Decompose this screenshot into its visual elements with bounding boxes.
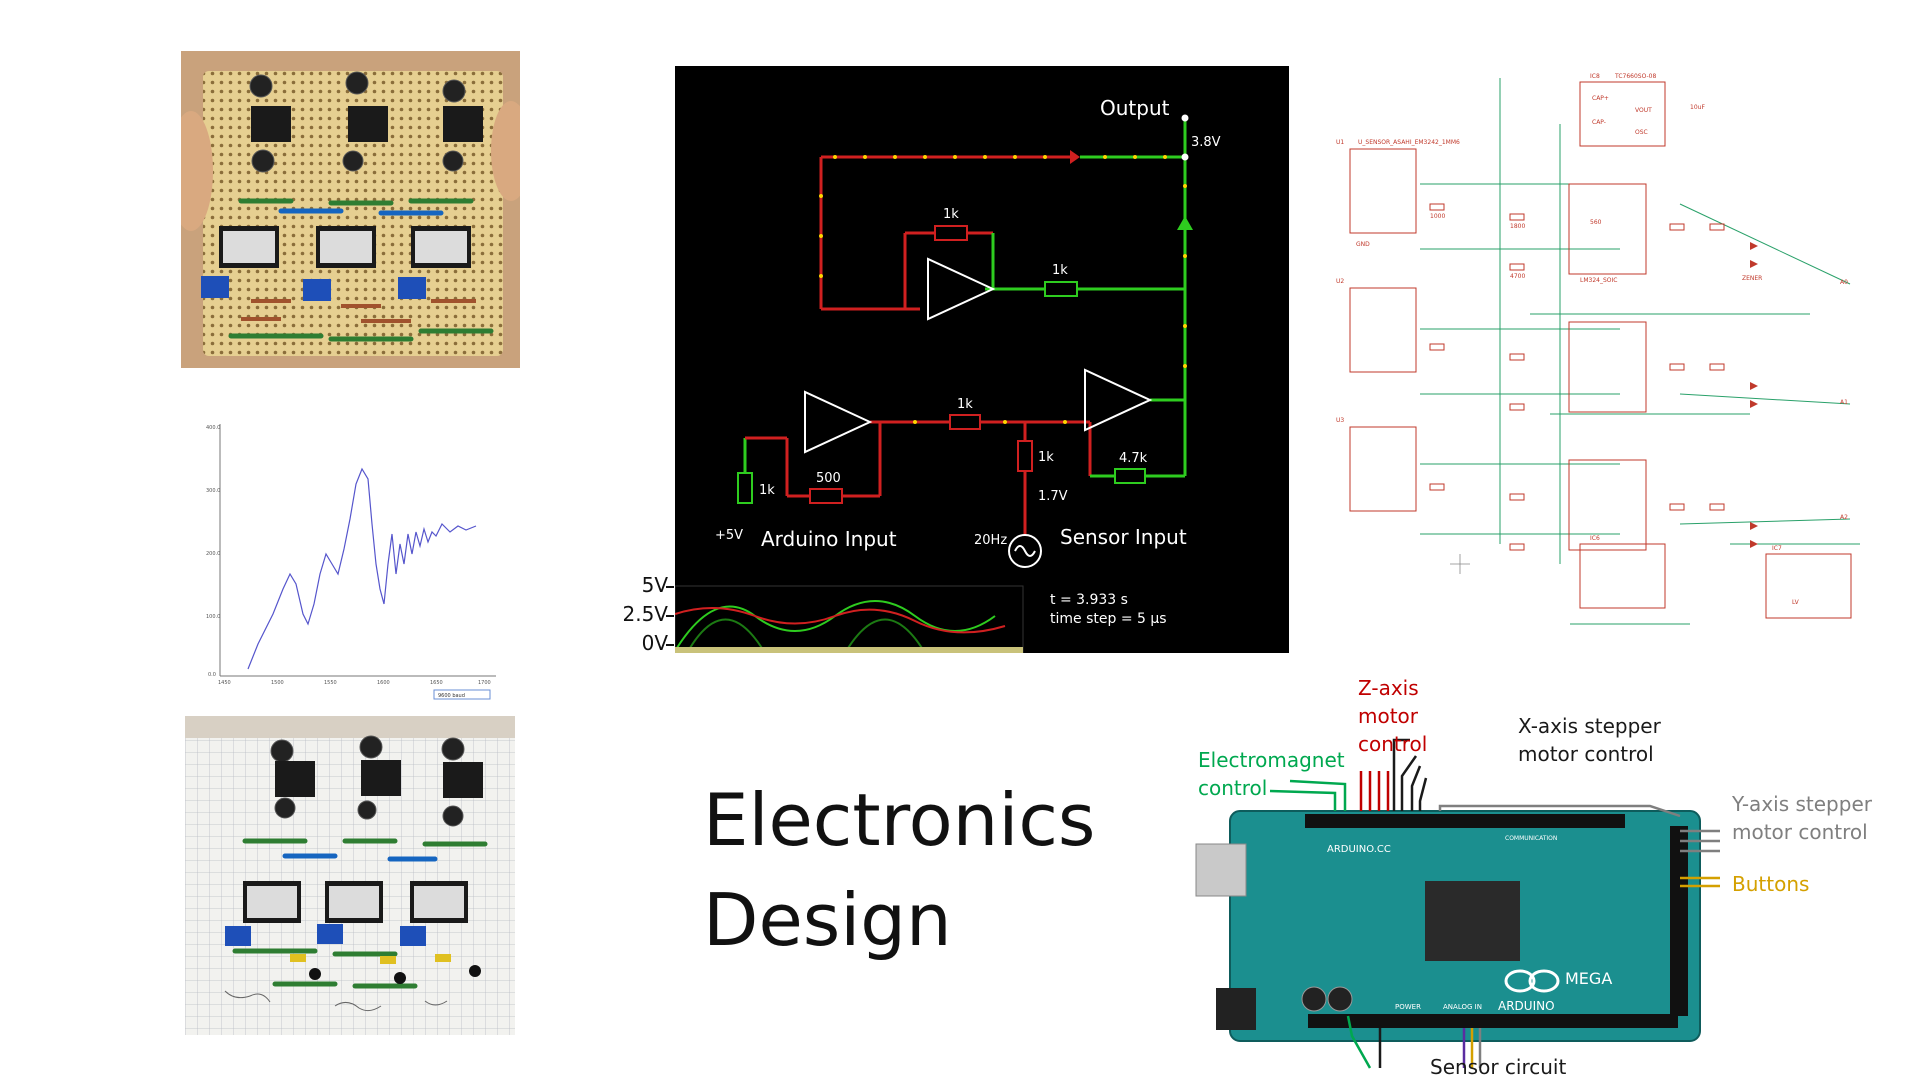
sensor-circuit-annotation: Sensor circuit — [1430, 1055, 1567, 1079]
arduino-diagram: ARDUINO.CC MEGA ARDUINO COMMUNICATION PO… — [1180, 676, 1920, 1080]
time-readout: t = 3.933 s — [1050, 592, 1128, 608]
x-tick: 1600 — [377, 680, 390, 686]
board-header-label: COMMUNICATION — [1505, 835, 1557, 842]
schematic-label: 1000 — [1430, 213, 1445, 220]
schematic-label: VOUT — [1635, 107, 1652, 114]
board-analog-label: ANALOG IN — [1443, 1003, 1482, 1011]
schematic-label: TC7660SO-08 — [1614, 73, 1656, 80]
axis-label-0v: 0V — [641, 631, 668, 655]
board-model: MEGA — [1565, 969, 1612, 988]
schematic-label: 4700 — [1510, 273, 1525, 280]
schematic-label: IC8 — [1590, 73, 1600, 80]
schematic-label: IC7 — [1772, 545, 1782, 552]
x-axis-annotation: X-axis stepper motor control — [1518, 714, 1661, 766]
scope-axis: 5V 2.5V 0V — [616, 573, 676, 655]
schematic-label: 560 — [1590, 219, 1602, 226]
output-label: Output — [1100, 96, 1170, 120]
resistor-label: 1k — [943, 207, 959, 222]
schematic-label: U3 — [1336, 417, 1344, 424]
slide-title: Electronics Design — [703, 778, 1096, 962]
x-tick: 1700 — [478, 680, 491, 686]
x-tick: 1450 — [218, 680, 231, 686]
schematic: IC8 TC7660SO-08 U1 U_SENSOR_ASAHI_EM3242… — [1330, 64, 1890, 651]
schematic-label: U_SENSOR_ASAHI_EM3242_1MM6 — [1358, 139, 1460, 146]
resistor-label: 1k — [759, 483, 775, 498]
schematic-label: LM324_SOIC — [1580, 277, 1617, 284]
time-step-readout: time step = 5 µs — [1050, 611, 1167, 627]
sensor-input-label: Sensor Input — [1060, 525, 1187, 549]
schematic-label: U1 — [1336, 139, 1344, 146]
schematic-label: LV — [1792, 599, 1800, 606]
y-axis-annotation: Y-axis stepper motor control — [1732, 792, 1872, 844]
y-tick: 0.0 — [208, 672, 216, 678]
board-logo-text: ARDUINO — [1498, 999, 1555, 1013]
x-tick: 1550 — [324, 680, 337, 686]
baud-select-label: 9600 baud — [438, 693, 465, 699]
schematic-label: OSC — [1635, 129, 1648, 136]
schematic-label: ZENER — [1742, 275, 1762, 282]
baud-select[interactable] — [433, 689, 491, 700]
schematic-label: U2 — [1336, 278, 1344, 285]
circuit-simulator: Output 3.8V 1k 1k 1k 1k 500 1k 4.7k 1.7V… — [675, 66, 1289, 653]
scope-panel — [675, 585, 1024, 653]
y-tick: 300.0 — [206, 488, 220, 494]
z-axis-annotation: Z-axis motor control — [1358, 676, 1428, 756]
arduino-input-label: Arduino Input — [761, 527, 897, 551]
schematic-label: A1 — [1840, 399, 1848, 406]
schematic-label: GND — [1356, 241, 1370, 248]
y-tick: 200.0 — [206, 551, 220, 557]
y-tick: 400.0 — [206, 425, 220, 431]
scope-trace-red — [675, 607, 1006, 634]
output-voltage-label: 3.8V — [1191, 135, 1221, 150]
board-power-label: POWER — [1395, 1003, 1421, 1011]
schematic-label: 10uF — [1690, 104, 1705, 111]
supply-label: +5V — [715, 528, 743, 543]
axis-label-2-5v: 2.5V — [622, 602, 669, 626]
x-tick: 1500 — [271, 680, 284, 686]
buttons-annotation: Buttons — [1732, 872, 1810, 896]
schematic-label: CAP- — [1592, 119, 1606, 126]
x-tick: 1650 — [430, 680, 443, 686]
schematic-label: 1800 — [1510, 223, 1525, 230]
frequency-label: 20Hz — [974, 533, 1007, 548]
node-voltage-label: 1.7V — [1038, 489, 1068, 504]
paper-layout-photo — [185, 716, 515, 1035]
resistor-label: 500 — [816, 471, 841, 486]
serial-plot: 400.0 300.0 200.0 100.0 0.0 1450 1500 15… — [198, 414, 498, 702]
plot-trace — [247, 467, 477, 670]
schematic-label: A0 — [1840, 279, 1848, 286]
schematic-label: CAP+ — [1592, 95, 1609, 102]
electromagnet-annotation: Electromagnet control — [1198, 748, 1345, 800]
board-brand: ARDUINO.CC — [1327, 844, 1391, 855]
axis-label-5v: 5V — [641, 573, 668, 597]
resistor-label: 1k — [1038, 450, 1054, 465]
resistor-label: 4.7k — [1119, 451, 1148, 466]
schematic-label: IC6 — [1590, 535, 1600, 542]
resistor-label: 1k — [957, 397, 973, 412]
schematic-label: A2 — [1840, 514, 1848, 521]
perfboard-photo — [181, 51, 520, 368]
y-tick: 100.0 — [206, 614, 220, 620]
resistor-label: 1k — [1052, 263, 1068, 278]
